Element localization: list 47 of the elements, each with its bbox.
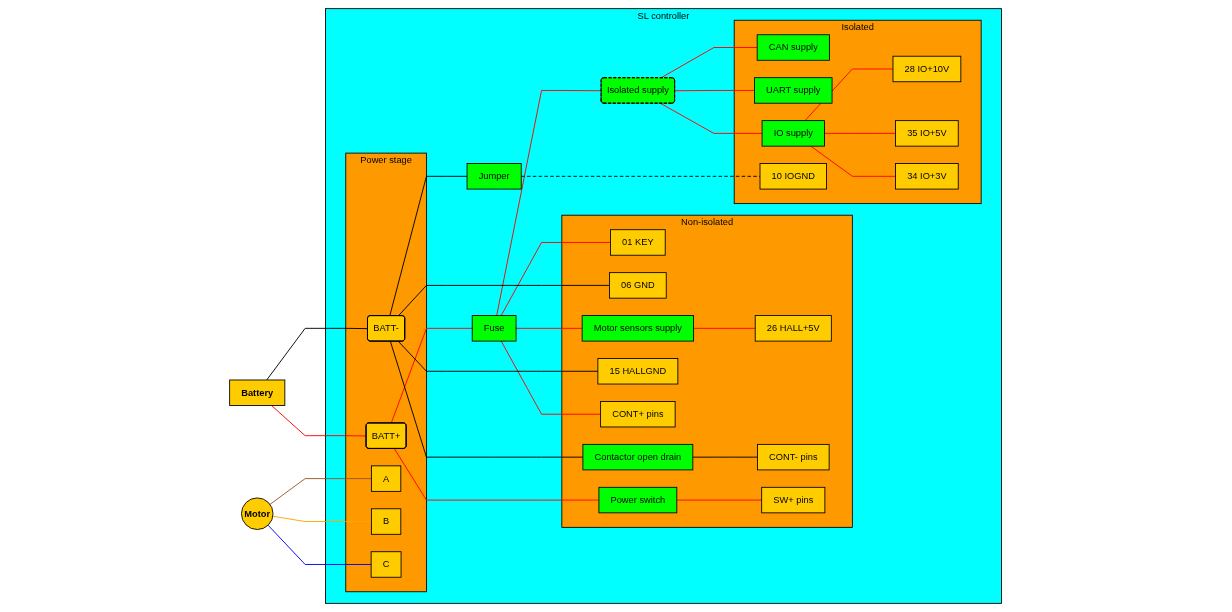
node-box: C — [371, 551, 402, 578]
connector — [660, 103, 763, 134]
node-box: IO supply — [762, 120, 826, 147]
node-box: SW+ pins — [761, 486, 826, 514]
node-box: 35 IO+5V — [895, 120, 960, 147]
connector — [660, 47, 759, 79]
node-box: Motor sensors supply — [582, 315, 695, 342]
connector — [676, 499, 763, 501]
node-circle: Motor — [241, 497, 274, 530]
node-box: Fuse — [472, 315, 517, 342]
connector — [268, 524, 373, 565]
node-box: 34 IO+3V — [895, 163, 960, 190]
connector — [266, 327, 369, 381]
connector — [389, 175, 468, 317]
connector — [516, 327, 584, 329]
connector — [692, 456, 759, 458]
connector — [398, 340, 599, 372]
connector — [272, 515, 373, 522]
node-box: CONT+ pins — [600, 401, 676, 428]
connector — [398, 284, 611, 317]
connector — [391, 327, 474, 424]
connector — [394, 448, 600, 501]
connector — [501, 242, 612, 317]
connector — [693, 327, 757, 329]
node-box: 15 HALLGND — [597, 358, 679, 385]
connector — [674, 90, 756, 92]
connector — [269, 478, 373, 505]
node-box: 10 IOGND — [760, 163, 828, 190]
node-box: B — [371, 508, 402, 535]
connector — [390, 340, 584, 458]
node-box: UART supply — [754, 77, 833, 104]
node-box: Battery — [229, 379, 286, 406]
connector — [810, 145, 897, 177]
node-box: 26 HALL+5V — [755, 315, 833, 342]
connector — [501, 340, 602, 415]
connector — [271, 405, 368, 437]
node-box: CAN supply — [757, 34, 831, 61]
connector — [496, 90, 603, 317]
node-box: CONT- pins — [757, 443, 830, 471]
node-box: A — [371, 465, 402, 492]
node-box: Power switch — [598, 486, 678, 514]
node-box: 28 IO+10V — [893, 55, 962, 83]
node-box: 06 GND — [609, 272, 668, 299]
node-box: Jumper — [467, 163, 523, 190]
node-box: 01 KEY — [610, 229, 667, 256]
node-box: Contactor open drain — [582, 443, 694, 471]
connector — [824, 132, 897, 134]
